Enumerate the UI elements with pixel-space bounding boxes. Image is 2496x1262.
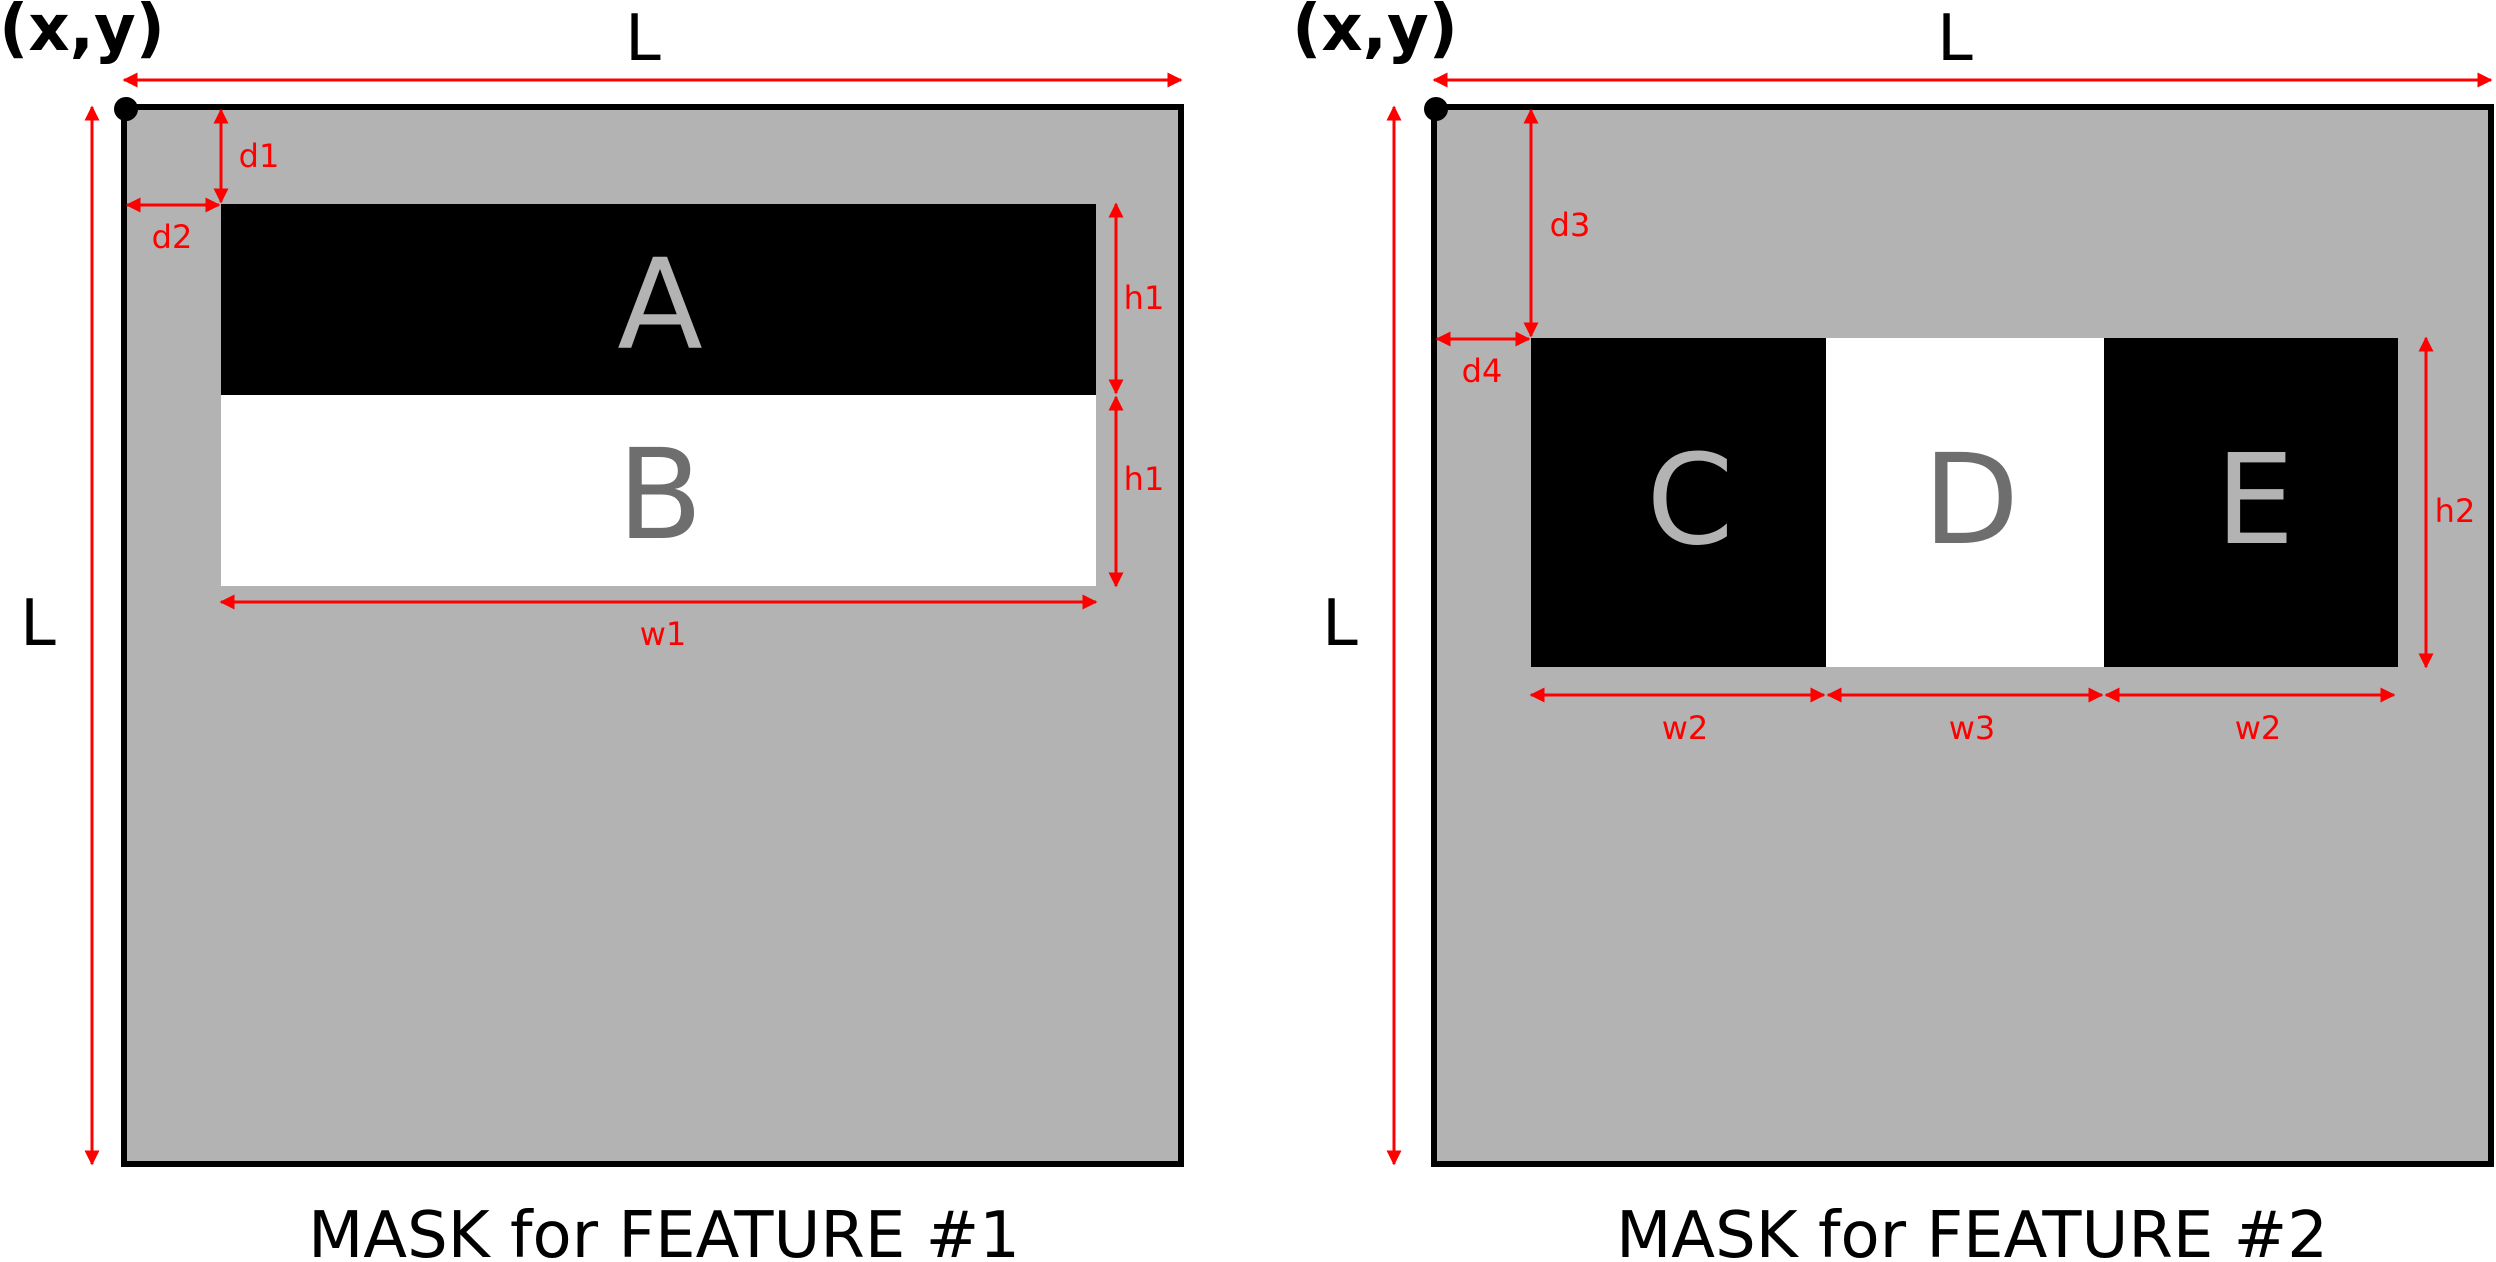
side-length-top-label-1: L: [625, 2, 661, 76]
side-length-left-label-2: L: [1322, 587, 1358, 661]
h1-b-label: h1: [1124, 460, 1165, 498]
origin-point-2: [1424, 97, 1448, 121]
origin-point-1: [114, 97, 138, 121]
h1-a-label: h1: [1124, 279, 1165, 317]
d2-label: d2: [152, 218, 193, 256]
caption-2: MASK for FEATURE #2: [1616, 1199, 2328, 1262]
side-length-top-label-2: L: [1937, 2, 1973, 76]
region-e: [2104, 338, 2398, 667]
origin-label-1: (x,y): [0, 0, 165, 66]
d3-label: d3: [1550, 206, 1591, 244]
h2-label: h2: [2435, 492, 2476, 530]
w1-label: w1: [640, 615, 687, 653]
w2-left-label: w2: [1662, 709, 1709, 747]
region-d: [1826, 338, 2104, 667]
side-length-left-label-1: L: [20, 587, 56, 661]
region-a-label: A: [617, 233, 703, 378]
d1-label: d1: [239, 137, 280, 175]
region-b-label: B: [617, 423, 703, 568]
mask-panel-2: C D E (x,y) L L d3 d4 h2 w2 w3 w2 MASK f…: [1292, 0, 2494, 1262]
w3-label: w3: [1949, 709, 1996, 747]
mask-panel-1: A B (x,y) L L d1 d2 h1 h1 w1 MASK for FE…: [0, 0, 1184, 1262]
caption-1: MASK for FEATURE #1: [308, 1199, 1020, 1262]
region-a: [221, 204, 1096, 395]
d4-label: d4: [1462, 352, 1503, 390]
region-d-label: D: [1923, 428, 2019, 573]
region-b: [221, 395, 1096, 586]
region-e-label: E: [2216, 428, 2295, 573]
region-c: [1531, 338, 1826, 667]
origin-label-2: (x,y): [1292, 0, 1458, 66]
w2-right-label: w2: [2235, 709, 2282, 747]
region-c-label: C: [1646, 428, 1733, 573]
